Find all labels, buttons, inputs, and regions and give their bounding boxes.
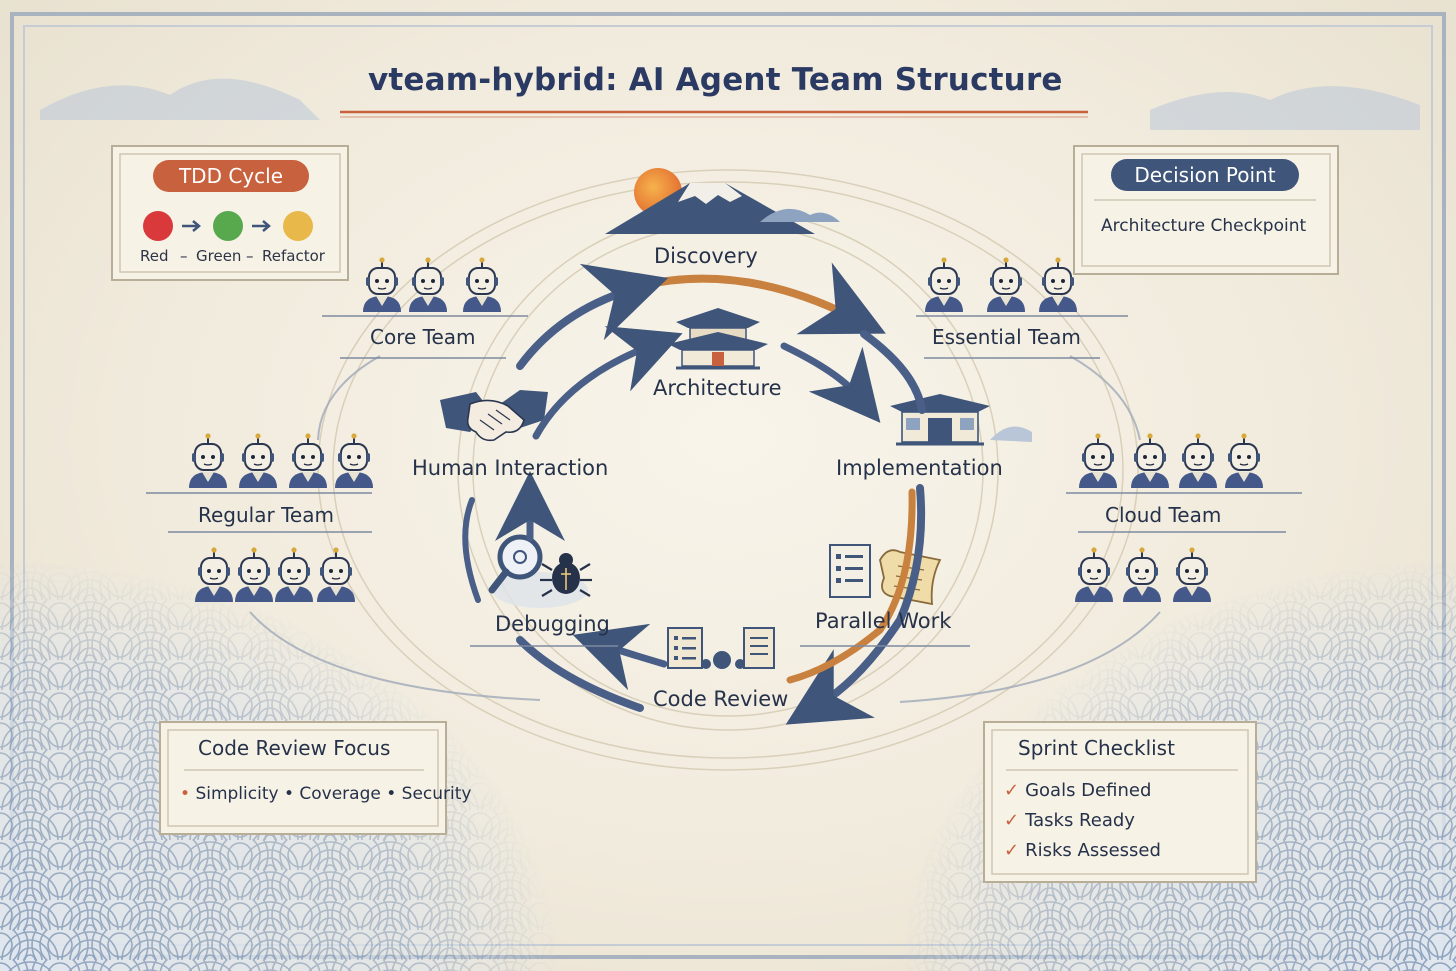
tdd-sep-2: – <box>246 247 254 265</box>
arrow-discovery-to-essential <box>636 262 886 335</box>
review-focus-panel <box>159 721 447 835</box>
robot-agent-icon <box>924 256 964 313</box>
tdd-green-label: Green <box>196 247 242 265</box>
checklist-item: ✓Tasks Ready <box>1004 810 1135 831</box>
robot-agent-icon <box>1224 432 1264 489</box>
team-curves <box>249 355 1161 703</box>
regular-team-robots-top <box>188 432 374 489</box>
robot-agent-icon <box>462 256 502 313</box>
mountain-sun-icon <box>605 168 840 234</box>
stage-debugging-label: Debugging <box>495 612 610 636</box>
magnifier-bug-icon <box>488 534 592 608</box>
robot-agent-icon <box>194 546 234 603</box>
arrow-right-icon <box>252 220 271 232</box>
arrow-essential-down <box>860 330 926 414</box>
essential-team-robots <box>924 256 1078 313</box>
stage-human-interaction-label: Human Interaction <box>412 456 609 480</box>
architecture-checkpoint-text: Architecture Checkpoint <box>1101 216 1307 236</box>
robot-agent-icon <box>274 546 314 603</box>
checklist-item: ✓Goals Defined <box>1004 780 1151 801</box>
core-team-robots <box>362 256 502 313</box>
checkmark-icon: ✓ <box>1004 840 1020 861</box>
checkmark-icon: ✓ <box>1004 810 1020 831</box>
review-focus-items: • Simplicity • Coverage • Security <box>180 784 472 804</box>
handshake-icon <box>440 390 548 442</box>
arrow-right-icon <box>182 220 201 232</box>
robot-agent-icon <box>1038 256 1078 313</box>
robot-agent-icon <box>316 546 356 603</box>
tdd-red-label: Red <box>140 247 169 265</box>
review-focus-title: Code Review Focus <box>198 736 391 760</box>
robot-agent-icon <box>334 432 374 489</box>
arrow-right-outer-down <box>785 484 926 725</box>
sprint-checklist-title: Sprint Checklist <box>1018 736 1175 760</box>
code-review-icon <box>667 627 775 669</box>
sprint-panel <box>983 721 1257 883</box>
tdd-cycle-badge: TDD Cycle <box>153 160 309 192</box>
robot-agent-icon <box>1178 432 1218 489</box>
stage-architecture-label: Architecture <box>653 376 782 400</box>
robot-agent-icon <box>188 432 228 489</box>
documents-scroll-icon <box>829 544 942 606</box>
cloud-team-robots-bottom <box>1074 546 1212 603</box>
checkmark-icon: ✓ <box>1004 780 1020 801</box>
robot-agent-icon <box>234 546 274 603</box>
stage-code-review-label: Code Review <box>653 687 789 711</box>
tdd-refactor-label: Refactor <box>262 247 325 265</box>
arrow-human-to-architecture <box>532 326 683 440</box>
stage-parallel-work-label: Parallel Work <box>815 609 952 633</box>
checklist-item-text: Risks Assessed <box>1025 840 1161 861</box>
team-essential-label: Essential Team <box>932 325 1081 349</box>
robot-agent-icon <box>288 432 328 489</box>
cycle-arrows <box>462 262 926 725</box>
arrow-left-outer-up <box>462 497 481 603</box>
pagoda-icon <box>668 308 768 370</box>
team-separators <box>146 315 1302 647</box>
arrow-to-discovery <box>516 263 669 370</box>
diagram-title: vteam-hybrid: AI Agent Team Structure <box>368 62 1063 98</box>
robot-agent-icon <box>1172 546 1212 603</box>
arrow-review-to-debugging <box>572 623 668 691</box>
swirl-rings <box>317 169 1139 771</box>
checklist-item: ✓Risks Assessed <box>1004 840 1161 861</box>
team-regular-label: Regular Team <box>198 503 334 527</box>
stage-discovery-label: Discovery <box>654 244 758 268</box>
robot-agent-icon <box>986 256 1026 313</box>
tdd-yellow-dot <box>283 211 313 241</box>
decision-point-badge: Decision Point <box>1111 159 1299 191</box>
arrow-implementation-to-review <box>786 488 916 684</box>
arrow-bottom-left <box>516 636 644 712</box>
checklist-item-text: Goals Defined <box>1025 780 1152 801</box>
tdd-sep-1: – <box>180 247 188 265</box>
stage-implementation-label: Implementation <box>836 456 1003 480</box>
robot-agent-icon <box>1122 546 1162 603</box>
arrow-architecture-to-implementation <box>780 342 881 423</box>
team-cloud-label: Cloud Team <box>1105 503 1222 527</box>
inner-border <box>23 25 1433 946</box>
castle-icon <box>890 394 1032 446</box>
review-focus-items-text: Simplicity • Coverage • Security <box>195 784 472 804</box>
outer-border <box>10 12 1446 959</box>
background-mountains <box>40 78 1420 130</box>
robot-agent-icon <box>408 256 448 313</box>
checklist-item-text: Tasks Ready <box>1025 810 1135 831</box>
robot-agent-icon <box>1078 432 1118 489</box>
tdd-green-dot <box>213 211 243 241</box>
robot-agent-icon <box>238 432 278 489</box>
robot-agent-icon <box>1074 546 1114 603</box>
team-core-label: Core Team <box>370 325 476 349</box>
robot-agent-icon <box>362 256 402 313</box>
tdd-red-dot <box>143 211 173 241</box>
cloud-team-robots-top <box>1078 432 1264 489</box>
